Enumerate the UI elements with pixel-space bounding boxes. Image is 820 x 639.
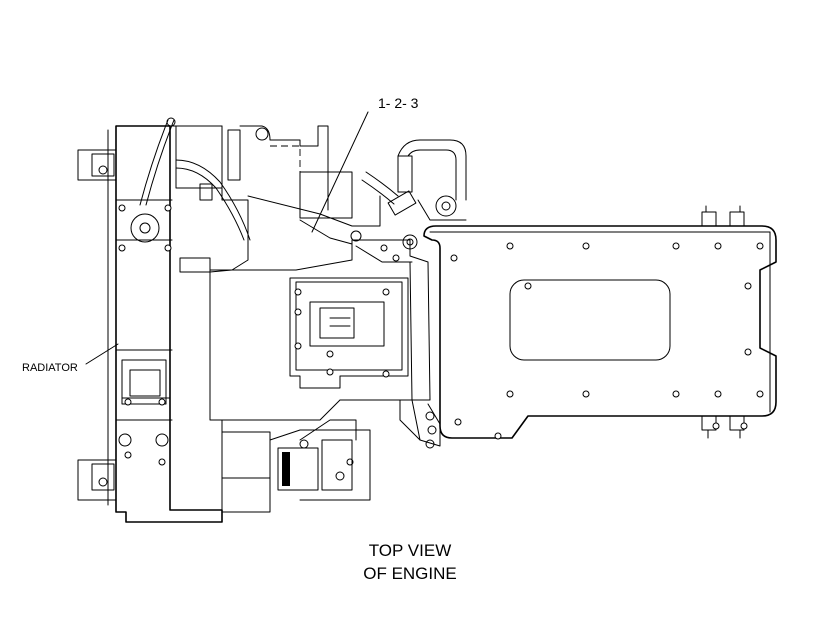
mounting-plate [423, 205, 777, 440]
engine-block [171, 125, 467, 513]
part-ref-leader [311, 111, 369, 233]
part-ref-label: 1- 2- 3 [378, 95, 419, 111]
radiator-leader [85, 343, 119, 365]
radiator-label: RADIATOR [22, 362, 78, 374]
radiator [77, 117, 223, 523]
caption-line-2: OF ENGINE [363, 564, 457, 583]
caption-line-1: TOP VIEW [368, 541, 452, 560]
